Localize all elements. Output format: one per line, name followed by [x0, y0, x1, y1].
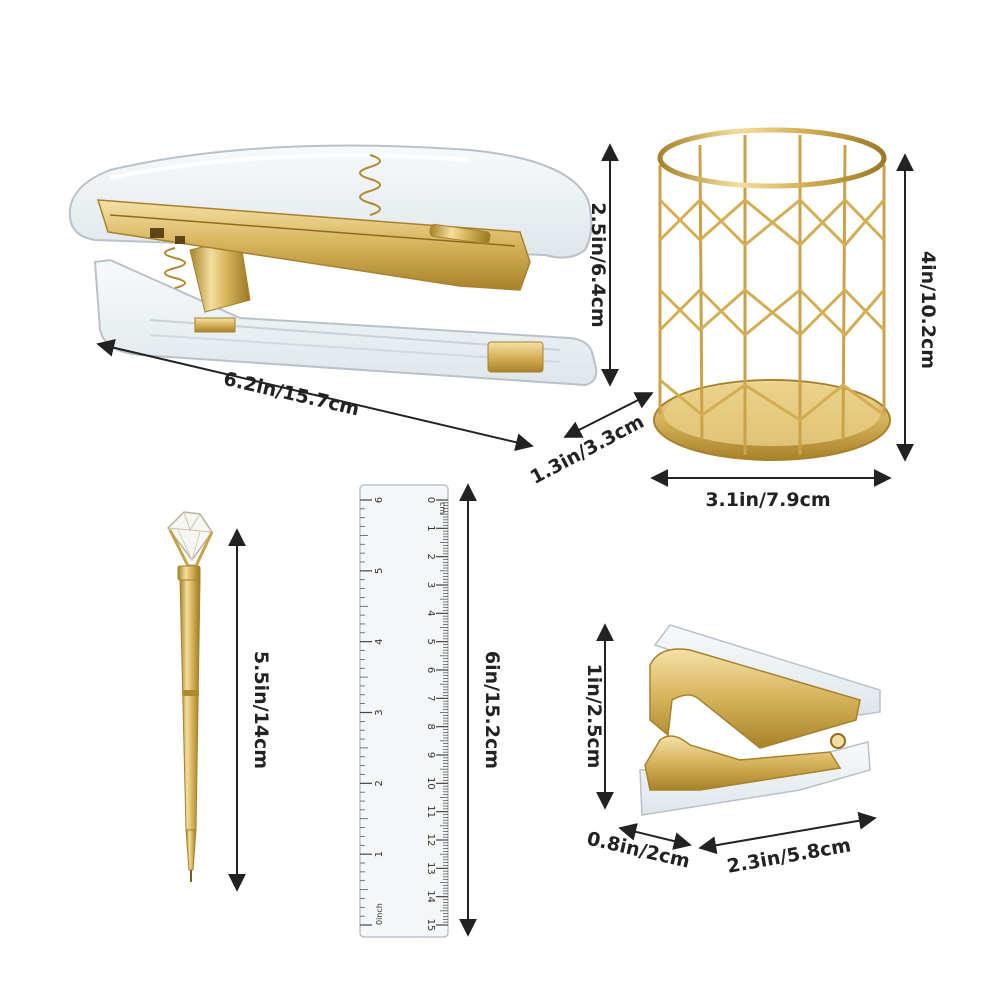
mesh-pen-holder-illustration: [653, 127, 891, 461]
stapler-length-label: 6.2in/15.7cm: [221, 368, 361, 421]
remover-pivot: [830, 733, 846, 749]
ruler-cm-label: 15: [425, 919, 436, 932]
remover-bottom-jaw: [644, 735, 842, 791]
stapler-illustration: [68, 144, 598, 387]
holder-diameter-dimension: 3.1in/7.9cm: [650, 469, 892, 511]
ruler-cm-label: 6: [425, 667, 436, 673]
pen-holder-lattice: [658, 197, 886, 422]
ruler-cm-label: 4: [425, 610, 436, 616]
ruler-inch-label: 0inch: [375, 903, 384, 925]
holder-height-label: 4in/10.2cm: [917, 251, 939, 369]
holder-diameter-label: 3.1in/7.9cm: [705, 489, 830, 511]
ruler-cm-label: 2: [425, 553, 436, 559]
stapler-top-spring: [359, 154, 381, 216]
ruler-cm-label: 14: [425, 890, 436, 903]
ruler-inch-label: 6: [374, 497, 385, 503]
ruler-cm-label: 0: [425, 497, 436, 503]
ruler-cm-label: 8: [425, 723, 436, 729]
ruler-cm-label: 1: [425, 525, 436, 531]
stapler-height-label: 2.5in/6.4cm: [587, 202, 609, 327]
stapler-anvil: [487, 341, 544, 373]
stapler-base-spring: [164, 247, 186, 289]
ruler-length-dimension: 6in/15.2cm: [459, 483, 503, 937]
remover-height-dimension: 1in/2.5cm: [583, 623, 614, 810]
remover-height-label: 1in/2.5cm: [583, 664, 605, 769]
ruler-cm-label: 10: [425, 777, 436, 790]
ruler-ticks: [360, 499, 448, 926]
remover-depth-dimension: 0.8in/2cm: [585, 823, 692, 873]
ruler-body: [359, 484, 449, 938]
ruler-inch-label: 2: [374, 780, 385, 786]
stapler-width-dimension: 1.3in/3.3cm: [527, 392, 654, 489]
ruler-inch-label: 5: [374, 568, 385, 574]
ruler-cm-label: 5: [425, 638, 436, 644]
remover-length-dimension: 2.3in/5.8cm: [698, 811, 877, 878]
holder-height-dimension: 4in/10.2cm: [896, 153, 939, 462]
staple-remover-illustration: [639, 624, 881, 816]
stapler-height-dimension: 2.5in/6.4cm: [587, 143, 619, 387]
remover-depth-label: 0.8in/2cm: [585, 828, 692, 873]
ruler-inch-label: 3: [374, 709, 385, 715]
ruler-cm-unit: cm: [438, 502, 447, 514]
ruler-cm-label: 7: [425, 695, 436, 701]
diamond-pen-illustration: [167, 511, 214, 882]
pen-length-label: 5.5in/14cm: [250, 651, 272, 769]
ruler-inch-label: 4: [374, 638, 385, 644]
stapler-width-label: 1.3in/3.3cm: [527, 411, 648, 489]
ruler-cm-label: 11: [425, 805, 436, 818]
pen-diamond: [167, 511, 213, 562]
ruler-inch-label: 1: [374, 851, 385, 857]
ruler-cm-label: 3: [425, 582, 436, 588]
pen-length-dimension: 5.5in/14cm: [228, 528, 272, 892]
ruler-cm-label: 9: [425, 752, 436, 758]
ruler-cm-label: 13: [425, 862, 436, 875]
pen-body: [179, 579, 201, 831]
ruler-length-label: 6in/15.2cm: [481, 651, 503, 769]
ruler-cm-label: 12: [425, 834, 436, 847]
pen-holder-rim: [657, 127, 887, 189]
remover-top-jaw: [649, 648, 861, 749]
